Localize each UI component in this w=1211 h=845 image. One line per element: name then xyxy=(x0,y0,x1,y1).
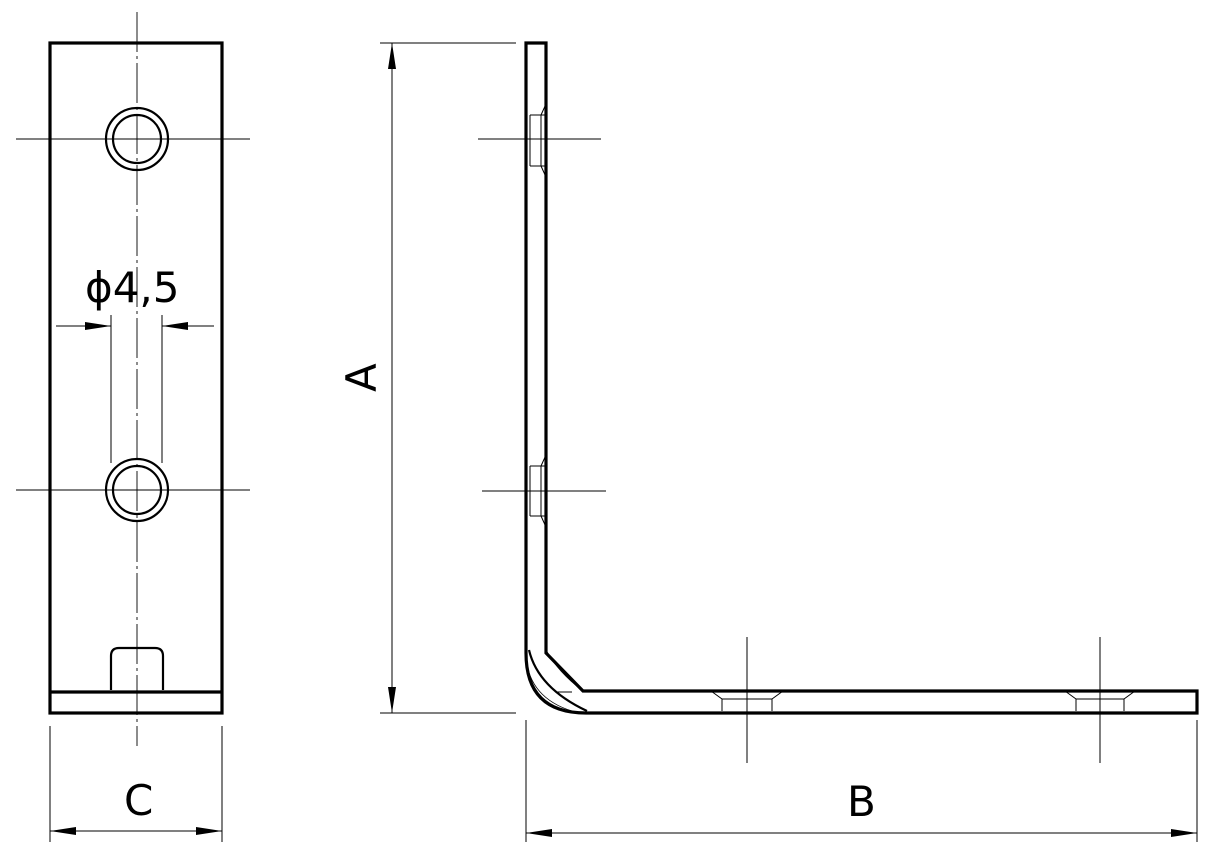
dia-arrow-right xyxy=(162,322,188,330)
plate-outline xyxy=(48,41,224,715)
side-hole-top xyxy=(478,103,601,178)
hole-diameter-label: ϕ4,5 xyxy=(85,263,180,312)
b-arrow-left xyxy=(526,829,552,837)
a-arrow-bottom xyxy=(388,687,396,713)
side-view: A B xyxy=(337,41,1199,842)
front-view: ϕ4,5 C xyxy=(16,12,250,842)
bend-curve-2 xyxy=(527,649,588,712)
a-arrow-top xyxy=(388,43,396,69)
side-hole-horiz-right xyxy=(1064,637,1136,763)
side-hole-horiz-left xyxy=(710,637,784,763)
dim-a-label: A xyxy=(337,363,386,392)
dim-b-label: B xyxy=(847,777,876,826)
b-arrow-right xyxy=(1171,829,1197,837)
dia-arrow-left xyxy=(85,322,111,330)
side-hole-bottom xyxy=(482,454,606,528)
bend-curve-3 xyxy=(545,649,584,692)
c-arrow-right xyxy=(196,827,222,835)
c-arrow-left xyxy=(50,827,76,835)
dim-c-label: C xyxy=(124,776,153,825)
angle-outer-contour xyxy=(524,41,1199,715)
bend-curve-1 xyxy=(525,657,573,712)
